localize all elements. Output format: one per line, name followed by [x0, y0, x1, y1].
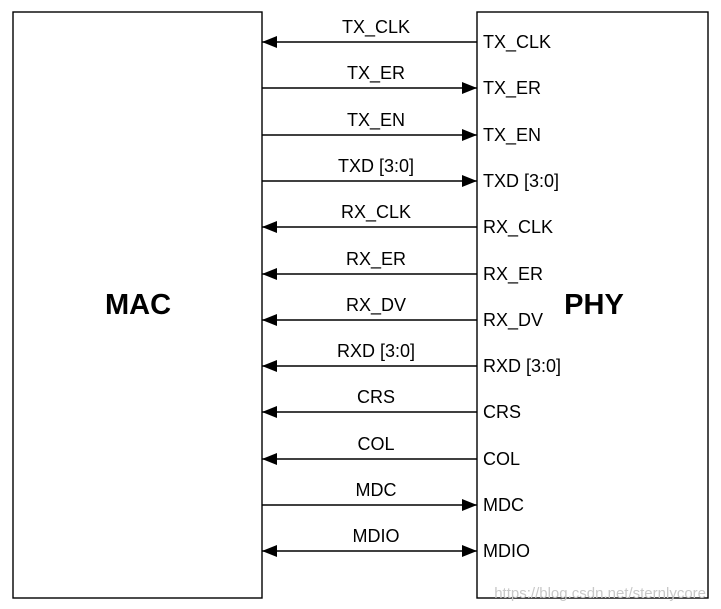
signal-mdio: MDIO MDIO — [262, 526, 530, 561]
mac-block — [12, 11, 263, 599]
signal-tx-er: TX_ER TX_ER — [262, 63, 541, 99]
signal-rx-clk: RX_CLK RX_CLK — [262, 202, 553, 238]
phy-pin-label-mdio: MDIO — [483, 541, 530, 561]
arrowhead-right-txd-3-0 — [462, 175, 477, 187]
phy-pin-label-rx-clk: RX_CLK — [483, 217, 553, 238]
wire-label-mdio: MDIO — [353, 526, 400, 546]
arrowhead-left-crs — [262, 406, 277, 418]
phy-pin-label-tx-clk: TX_CLK — [483, 32, 551, 53]
phy-label: PHY — [564, 289, 624, 321]
wire-label-rx-er: RX_ER — [346, 249, 406, 270]
phy-pin-label-txd-3-0: TXD [3:0] — [483, 171, 559, 191]
wire-label-crs: CRS — [357, 387, 395, 407]
phy-pin-label-tx-er: TX_ER — [483, 78, 541, 99]
arrowhead-right-tx-en — [462, 129, 477, 141]
signal-txd-3-0: TXD [3:0] TXD [3:0] — [262, 156, 559, 191]
arrowhead-left-col — [262, 453, 277, 465]
wire-label-tx-clk: TX_CLK — [342, 17, 410, 38]
phy-pin-label-rx-dv: RX_DV — [483, 310, 543, 331]
signal-mdc: MDC MDC — [262, 480, 524, 515]
signal-tx-en: TX_EN TX_EN — [262, 110, 541, 146]
arrowhead-left-mdio — [262, 545, 277, 557]
wire-label-rx-dv: RX_DV — [346, 295, 406, 316]
phy-block — [476, 11, 709, 599]
signal-crs: CRS CRS — [262, 387, 521, 422]
arrowhead-left-rx-clk — [262, 221, 277, 233]
phy-pin-label-tx-en: TX_EN — [483, 125, 541, 146]
phy-pin-label-rx-er: RX_ER — [483, 264, 543, 285]
phy-pin-label-mdc: MDC — [483, 495, 524, 515]
phy-pin-label-col: COL — [483, 449, 520, 469]
signal-col: COL COL — [262, 434, 520, 469]
mac-label: MAC — [105, 289, 171, 321]
signal-rxd-3-0: RXD [3:0] RXD [3:0] — [262, 341, 561, 376]
wire-label-tx-er: TX_ER — [347, 63, 405, 84]
arrowhead-left-rx-dv — [262, 314, 277, 326]
signal-rx-er: RX_ER RX_ER — [262, 249, 543, 285]
signal-lines: TX_CLK TX_CLK TX_ER TX_ER TX_EN TX_EN TXD [3:0… — [262, 17, 561, 561]
wire-label-tx-en: TX_EN — [347, 110, 405, 131]
wire-label-txd-3-0: TXD [3:0] — [338, 156, 414, 176]
arrowhead-right-tx-er — [462, 82, 477, 94]
watermark: https://blog.csdn.net/sternlycore — [494, 585, 706, 602]
phy-pin-label-crs: CRS — [483, 402, 521, 422]
signal-rx-dv: RX_DV RX_DV — [262, 295, 543, 331]
wire-label-rxd-3-0: RXD [3:0] — [337, 341, 415, 361]
phy-pin-label-rxd-3-0: RXD [3:0] — [483, 356, 561, 376]
arrowhead-left-tx-clk — [262, 36, 277, 48]
wire-label-mdc: MDC — [356, 480, 397, 500]
arrowhead-left-rx-er — [262, 268, 277, 280]
arrowhead-left-rxd-3-0 — [262, 360, 277, 372]
signal-tx-clk: TX_CLK TX_CLK — [262, 17, 551, 53]
arrowhead-right-mdc — [462, 499, 477, 511]
wire-label-col: COL — [357, 434, 394, 454]
wire-label-rx-clk: RX_CLK — [341, 202, 411, 223]
arrowhead-right-mdio — [462, 545, 477, 557]
